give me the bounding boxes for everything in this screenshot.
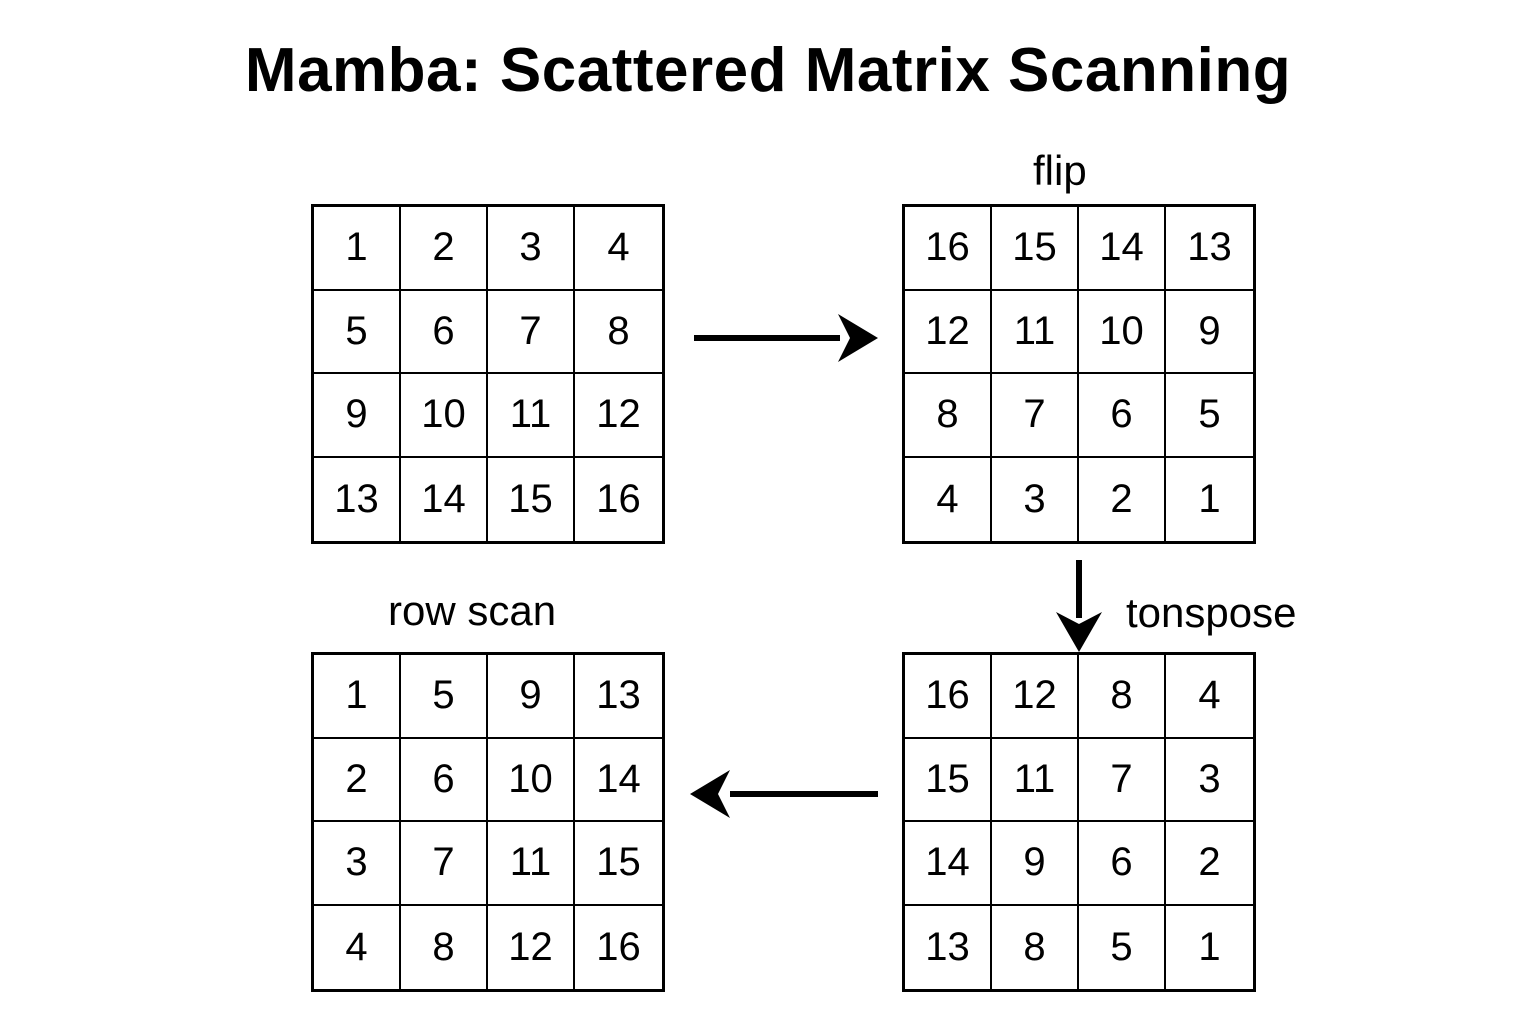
matrix-cell: 10 (401, 374, 488, 458)
matrix-cell: 7 (488, 290, 575, 374)
diagram-title: Mamba: Scattered Matrix Scanning (244, 36, 1292, 105)
matrix-cell: 11 (488, 822, 575, 906)
matrix-cell: 13 (314, 457, 401, 541)
matrix-cell: 14 (401, 457, 488, 541)
matrix-cell: 4 (575, 207, 662, 291)
matrix-cell: 1 (314, 655, 401, 739)
matrix-cell: 15 (992, 207, 1079, 291)
matrix-cell: 14 (575, 739, 662, 822)
matrix-cell: 1 (314, 207, 401, 291)
matrix-cell: 13 (1166, 207, 1253, 291)
matrix-cell: 3 (1166, 739, 1253, 822)
matrix-cell: 13 (905, 905, 992, 989)
down-arrow-icon (1056, 560, 1102, 652)
matrix-cell: 6 (1079, 822, 1166, 906)
matrix-cell: 7 (401, 822, 488, 906)
matrix-cell: 16 (596, 476, 641, 521)
matrix-cell: 5 (314, 290, 401, 374)
matrix-cell: 12 (488, 905, 575, 989)
matrix-cell: 12 (992, 655, 1079, 739)
matrix-cell: 9 (992, 822, 1079, 906)
matrix-cell: 9 (314, 374, 401, 458)
matrix-cell: 6 (401, 290, 488, 374)
matrix-cell: 8 (1079, 655, 1166, 739)
matrix-cell: 8 (905, 374, 992, 458)
matrix-cell: 5 (1079, 905, 1166, 989)
matrix-cell: 2 (1079, 457, 1166, 541)
matrix-cell: 7 (992, 374, 1079, 458)
left-arrow-icon (690, 770, 878, 818)
matrix-cell: 15 (488, 457, 575, 541)
matrix-cell: 2 (1166, 822, 1253, 906)
matrix-cell: 10 (1079, 290, 1166, 374)
transpose-label: tonspose (1126, 589, 1297, 636)
matrix-cell: 9 (1166, 291, 1253, 374)
right-arrow-icon (694, 314, 878, 362)
matrix-cell: 3 (314, 822, 401, 906)
matrix-cell: 1 (1198, 924, 1221, 969)
matrix-cell: 5 (1166, 374, 1253, 458)
matrix-cell: 9 (488, 655, 575, 739)
matrix-cell: 3 (992, 457, 1079, 541)
flip-label: flip (1033, 147, 1087, 194)
matrix-cell: 12 (905, 290, 992, 374)
matrix-cell: 16 (596, 924, 641, 969)
matrix-cell: 15 (575, 822, 662, 906)
matrix-cell: 14 (1079, 207, 1166, 291)
matrix-cell: 15 (905, 738, 992, 822)
matrix-cell: 2 (314, 738, 401, 822)
matrix-cell: 4 (905, 457, 992, 541)
matrix-cell: 16 (905, 207, 992, 291)
matrix-cell: 12 (575, 374, 662, 458)
matrix-cell: 10 (488, 738, 575, 822)
matrix-cell: 13 (575, 655, 662, 739)
matrix-cell: 4 (314, 905, 401, 989)
matrix-cell: 7 (1079, 738, 1166, 822)
matrix-cell: 5 (401, 655, 488, 739)
matrix-cell: 11 (488, 374, 575, 458)
matrix-cell: 8 (575, 291, 662, 374)
matrix-cell: 6 (1079, 374, 1166, 458)
matrix-cell: 4 (1166, 655, 1253, 739)
matrix-cell: 3 (488, 207, 575, 291)
matrix-cell: 14 (905, 822, 992, 906)
matrix-cell: 1 (1198, 476, 1221, 521)
row-scan-label: row scan (388, 587, 557, 634)
matrix-cell: 8 (401, 905, 488, 989)
matrix-cell: 11 (992, 738, 1079, 822)
matrix-cell: 8 (992, 905, 1079, 989)
matrix-cell: 2 (401, 207, 488, 291)
matrix-cell: 6 (401, 738, 488, 822)
matrix-cell: 16 (905, 655, 992, 739)
matrix-cell: 11 (992, 290, 1079, 374)
